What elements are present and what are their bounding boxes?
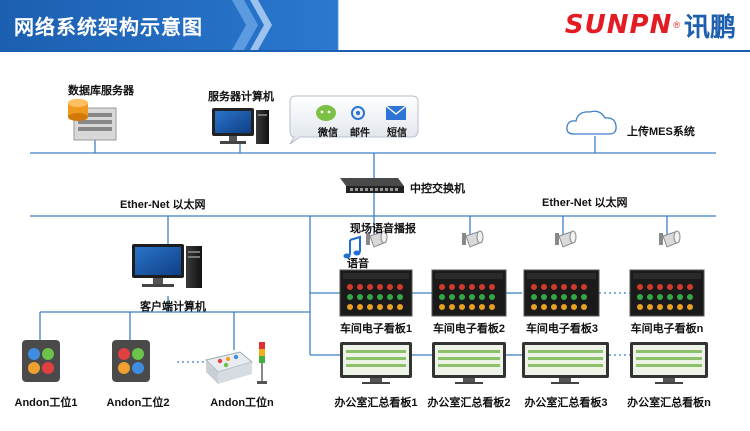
sms-envelope-icon: [385, 105, 407, 120]
logo-registered-mark: ®: [673, 20, 680, 30]
office-board-label: 办公室汇总看板2: [427, 397, 511, 409]
signal-tower-light-icon: [257, 342, 267, 384]
andon-station-label: Andon工位n: [210, 397, 274, 409]
office-monitor-icon: [432, 342, 506, 384]
andon-button-box-icon: [22, 340, 60, 382]
sms-label: 短信: [387, 128, 407, 139]
voice-label: 语音: [347, 258, 369, 270]
cloud-icon: [566, 110, 617, 135]
speaker-icon: [555, 230, 577, 248]
network-lines: [30, 136, 716, 363]
email-label: 邮件: [350, 128, 370, 139]
andon-station-label: Andon工位2: [106, 397, 170, 409]
office-board-label: 办公室汇总看板n: [627, 397, 711, 409]
server-computer-icon: [212, 108, 269, 144]
workshop-board-label: 车间电子看板3: [525, 323, 599, 335]
ethernet-left-label: Ether-Net 以太网: [120, 199, 206, 211]
db-server-label: 数据库服务器: [68, 85, 134, 97]
workshop-board-label: 车间电子看板2: [432, 323, 506, 335]
database-server-icon: [68, 99, 117, 141]
wechat-icon: [316, 105, 336, 121]
andon-button-box-icon: [205, 351, 254, 384]
notification-panel: [289, 95, 419, 145]
switch-label: 中控交换机: [410, 183, 465, 195]
workshop-board-icon: [629, 269, 705, 317]
mes-label: 上传MES系统: [627, 126, 695, 138]
header-banner: 网络系统架构示意图 SUNPN ® 讯鹏: [0, 0, 750, 50]
office-monitor-icon: [340, 342, 412, 384]
speaker-icon: [659, 230, 681, 248]
office-monitor-icon: [630, 342, 708, 384]
workshop-board-label: 车间电子看板1: [339, 323, 413, 335]
music-note-icon: [343, 235, 361, 259]
voice-broadcast-label: 现场语音播报: [350, 223, 416, 235]
server-pc-label: 服务器计算机: [208, 91, 274, 103]
logo-chinese: 讯鹏: [683, 11, 736, 42]
client-pc-label: 客户端计算机: [140, 301, 206, 313]
wechat-label: 微信: [318, 128, 338, 139]
logo-latin: SUNPN: [564, 10, 673, 40]
office-monitor-icon: [522, 342, 609, 384]
network-switch-icon: [340, 178, 404, 193]
header-divider: [0, 50, 750, 52]
andon-station-label: Andon工位1: [14, 397, 78, 409]
speaker-icon: [462, 230, 484, 248]
andon-button-box-icon: [112, 340, 150, 382]
workshop-board-icon: [523, 269, 600, 317]
email-at-icon: [351, 106, 365, 120]
speaker-icon: [366, 230, 388, 248]
chevron-decoration-icon: [232, 0, 258, 50]
ethernet-right-label: Ether-Net 以太网: [542, 197, 628, 209]
workshop-board-label: 车间电子看板n: [630, 323, 704, 335]
workshop-board-icon: [431, 269, 507, 317]
client-computer-icon: [132, 244, 202, 288]
office-board-label: 办公室汇总看板3: [524, 397, 608, 409]
office-board-label: 办公室汇总看板1: [334, 397, 418, 409]
chevron-decoration-icon: [250, 0, 272, 50]
page-title: 网络系统架构示意图: [14, 17, 203, 39]
workshop-board-icon: [339, 269, 413, 317]
brand-logo: SUNPN ® 讯鹏: [565, 8, 736, 42]
